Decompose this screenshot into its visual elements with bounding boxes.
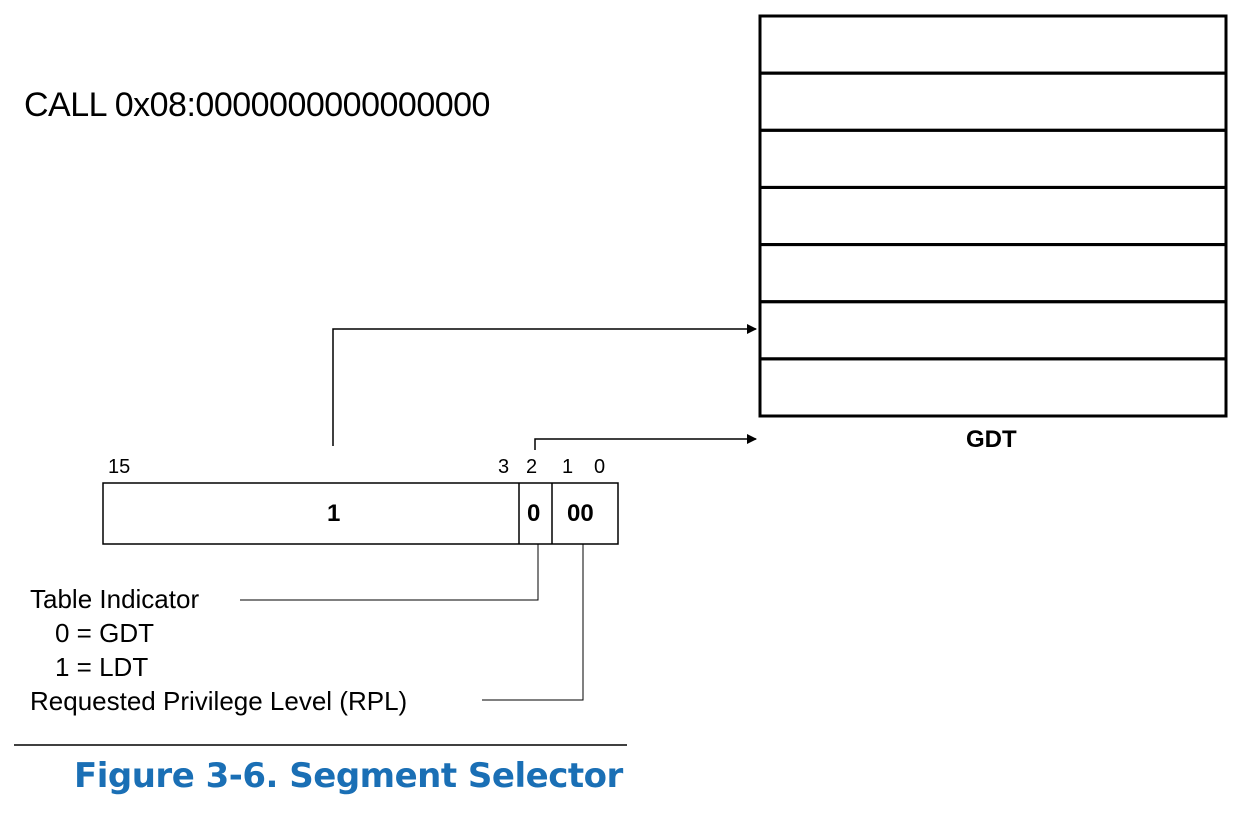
rpl-label: Requested Privilege Level (RPL) bbox=[30, 686, 408, 716]
index-field-value: 1 bbox=[327, 500, 341, 527]
gdt-table bbox=[758, 14, 1228, 418]
bit-label-2: 2 bbox=[526, 456, 538, 478]
bit-label-0: 0 bbox=[594, 456, 606, 478]
bit-label-1: 1 bbox=[562, 456, 574, 478]
ti-gdt-option: 0 = GDT bbox=[55, 618, 154, 648]
gdt-entry bbox=[758, 14, 1228, 75]
ti-to-gdt-arrow bbox=[534, 434, 757, 450]
call-instruction: CALL 0x08:0000000000000000 bbox=[24, 86, 490, 124]
gdt-entry bbox=[758, 128, 1228, 189]
rpl-field-value: 00 bbox=[567, 500, 594, 527]
gdt-label: GDT bbox=[966, 426, 1017, 453]
gdt-entry bbox=[758, 185, 1228, 247]
ti-ldt-option: 1 = LDT bbox=[55, 652, 149, 682]
index-to-gdt-arrow bbox=[332, 324, 757, 446]
table-indicator-label: Table Indicator bbox=[30, 584, 200, 614]
gdt-entry bbox=[758, 243, 1228, 304]
rpl-leader-line bbox=[482, 544, 584, 701]
selector-box bbox=[102, 482, 619, 545]
gdt-entry bbox=[758, 300, 1228, 361]
ti-leader-line bbox=[240, 544, 539, 601]
bit-label-15: 15 bbox=[108, 456, 131, 478]
bit-label-3: 3 bbox=[498, 456, 510, 478]
gdt-entry bbox=[758, 357, 1228, 418]
gdt-entry bbox=[758, 71, 1228, 132]
ti-field-value: 0 bbox=[527, 500, 541, 527]
figure-caption: Figure 3-6. Segment Selector bbox=[74, 756, 623, 796]
